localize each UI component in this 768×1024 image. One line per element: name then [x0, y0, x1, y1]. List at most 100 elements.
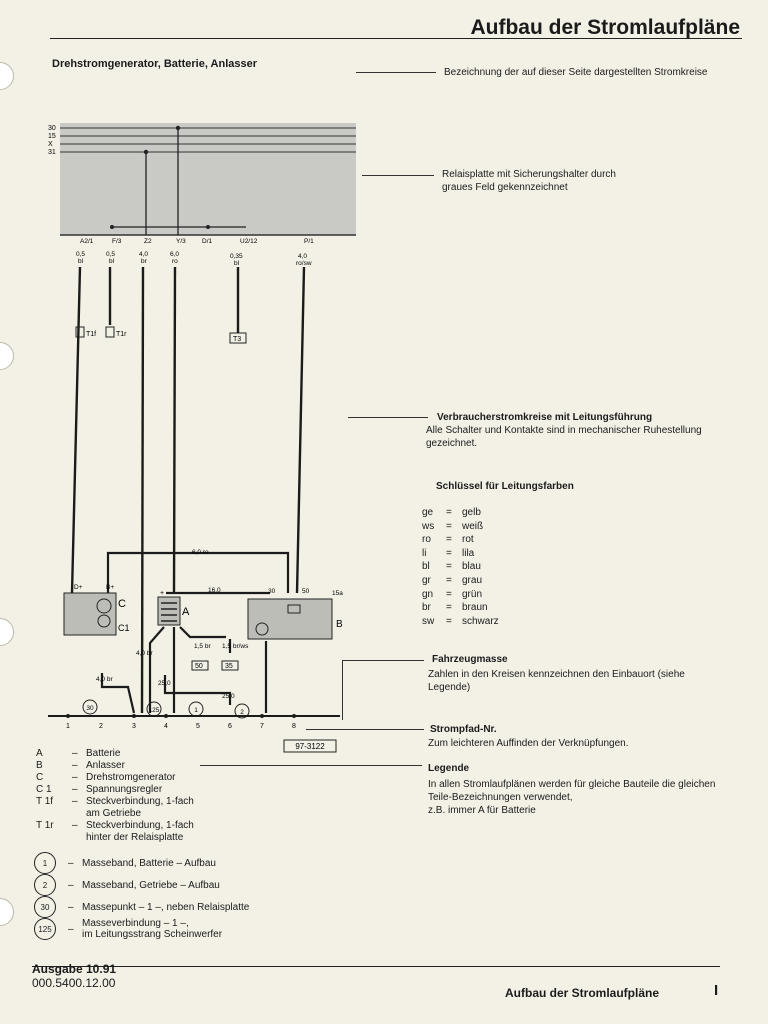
terminal-label: 30 — [268, 588, 276, 595]
cable-label: 4,0 br — [96, 676, 113, 683]
color-key-row: bl=blau — [422, 560, 499, 574]
wire-size: 0,5 — [106, 251, 115, 258]
component-label: C — [118, 598, 126, 610]
ground-text-line: im Leitungsstrang Scheinwerfer — [82, 929, 223, 940]
ground-point-item: 2–Masseband, Getriebe – Aufbau — [34, 874, 249, 896]
ground-text: Masseband, Getriebe – Aufbau — [82, 880, 220, 891]
boxed-ref: 50 — [195, 663, 203, 670]
binder-hole — [0, 898, 14, 926]
equals-sign: = — [446, 615, 452, 627]
component-label: C1 — [118, 623, 130, 633]
track-number: 1 — [66, 723, 70, 730]
ground-number: 2 — [34, 874, 56, 896]
terminal-label: 50 — [302, 588, 310, 595]
legend-text: Spannungsregler — [86, 784, 162, 796]
ground-point-item: 1–Masseband, Batterie – Aufbau — [34, 852, 249, 874]
terminal-label: + — [160, 590, 164, 597]
bus-label: 15 — [48, 133, 56, 140]
color-abbr: br — [422, 602, 431, 614]
dash: – — [72, 748, 78, 759]
leader-line — [342, 660, 424, 661]
wire-size: 0,5 — [76, 251, 85, 258]
legend-text-line: am Getriebe — [86, 808, 142, 819]
dash: – — [72, 820, 78, 831]
equals-sign: = — [446, 574, 452, 586]
ground-text-line: Masseverbindung – 1 –, — [82, 918, 189, 929]
relay-terminal: Z2 — [144, 238, 152, 245]
legend-text-line: hinter der Relaisplatte — [86, 832, 184, 843]
terminal-label: B+ — [106, 584, 114, 591]
wire-size: 4,0 — [139, 251, 148, 258]
annotation-track-body: Zum leichteren Auffinden der Verknüpfung… — [428, 738, 629, 749]
color-name: weiß — [462, 520, 484, 532]
figure-number: 97-3122 — [295, 742, 325, 751]
annotation-legend-title: Legende — [428, 763, 470, 774]
cable-label: 25,0 — [158, 680, 171, 687]
relay-terminal: U2/12 — [240, 238, 258, 245]
annotation-page-label: Bezeichnung der auf dieser Seite dargest… — [444, 67, 708, 78]
dash: – — [68, 923, 74, 935]
battery — [157, 596, 181, 626]
color-key-row: ws=weiß — [422, 520, 499, 534]
color-key-row: gr=grau — [422, 574, 499, 588]
legend-item: B–Anlasser — [36, 760, 194, 772]
ground-text-line: Massepunkt – 1 –, neben Relaisplatte — [82, 901, 250, 913]
color-key-row: sw=schwarz — [422, 615, 499, 629]
binder-hole — [0, 342, 14, 370]
legend-text: Batterie — [86, 748, 120, 760]
bus-label: X — [48, 141, 53, 148]
binder-hole — [0, 618, 14, 646]
top-rule — [50, 38, 742, 39]
legend-code: C — [36, 772, 44, 783]
figure-number-box — [283, 739, 337, 753]
wire-color: ro — [172, 258, 178, 265]
component-label: A — [182, 606, 190, 618]
color-abbr: ge — [422, 507, 434, 518]
legend-item: C–Drehstromgenerator — [36, 772, 194, 784]
connector-label: T1f — [86, 331, 96, 338]
color-key-row: li=lila — [422, 547, 499, 561]
legend-text-line: Drehstromgenerator — [86, 772, 176, 783]
page-number: I — [714, 982, 719, 999]
dash: – — [68, 901, 74, 913]
generator — [63, 592, 117, 636]
ground-ref: 125 — [149, 707, 160, 714]
diagram-title: Drehstromgenerator, Batterie, Anlasser — [52, 58, 257, 70]
binder-hole — [0, 62, 14, 90]
equals-sign: = — [446, 520, 452, 532]
ground-number: 1 — [34, 852, 56, 874]
leader-line — [200, 765, 422, 766]
color-name: gelb — [462, 507, 481, 518]
track-number: 6 — [228, 723, 232, 730]
color-key-row: ro=rot — [422, 533, 499, 547]
wire-color: bl — [234, 260, 240, 267]
legend-text-line: Spannungsregler — [86, 784, 163, 795]
cable-label: 6,0 ro — [192, 549, 209, 556]
color-name: grün — [462, 588, 483, 600]
component-label: B — [336, 619, 343, 630]
annotation-track-title: Strompfad-Nr. — [430, 724, 497, 735]
color-key-row: gn=grün — [422, 588, 499, 602]
ground-text: Massepunkt – 1 –, neben Relaisplatte — [82, 902, 249, 913]
wire-color: bl — [109, 258, 115, 265]
legend-code: C 1 — [36, 784, 52, 795]
ground-point-item: 125–Masseverbindung – 1 –,im Leitungsstr… — [34, 918, 249, 940]
legend-text-line: Steckverbindung, 1-fach — [86, 820, 194, 831]
annotation-relay-panel: Relaisplatte mit Sicherungshalter durch … — [442, 169, 616, 193]
dash: – — [72, 760, 78, 771]
legend-text: Anlasser — [86, 760, 125, 772]
cable-label: 1,5 br — [194, 643, 211, 650]
annotation-legend-body: In allen Stromlaufplänen werden für glei… — [428, 779, 716, 803]
legend-item: C 1–Spannungsregler — [36, 784, 194, 796]
equals-sign: = — [446, 507, 452, 518]
legend-text-line: Steckverbindung, 1-fach — [86, 796, 194, 807]
legend-code: T 1f — [36, 796, 54, 807]
leader-line — [356, 72, 436, 73]
track-number: 7 — [260, 723, 264, 730]
relay-terminal: Y/3 — [176, 238, 186, 245]
equals-sign: = — [446, 547, 452, 559]
